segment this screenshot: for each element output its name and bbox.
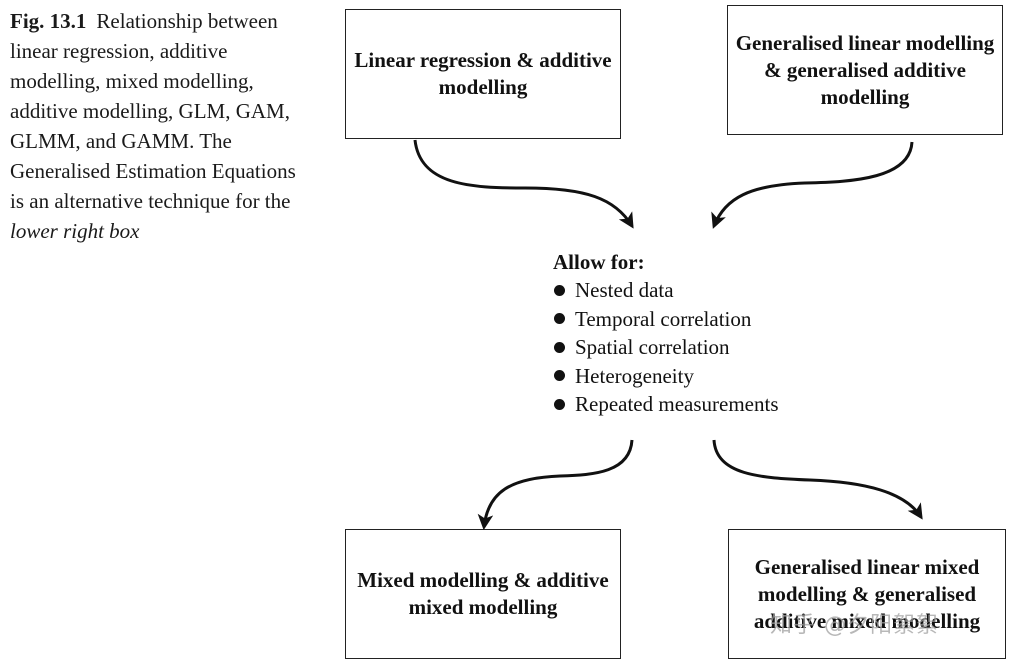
box-mixed-modelling: Mixed modelling & additive mixed modelli… [345, 529, 621, 659]
box-generalised-linear: Generalised linear modelling & generalis… [727, 5, 1003, 135]
bullet-icon [554, 398, 565, 410]
caption-text: Relationship between linear regression, … [10, 9, 296, 213]
watermark-text: 知乎 @夕阳絮絮 [770, 613, 939, 638]
arrow-center-to-bottom-right [712, 439, 923, 520]
list-item: Spatial correlation [553, 333, 779, 362]
figure-label: Fig. 13.1 [10, 9, 87, 33]
list-item: Heterogeneity [553, 362, 779, 391]
bullet-icon [554, 284, 565, 296]
box-generalised-linear-label: Generalised linear modelling & generalis… [735, 30, 995, 109]
box-linear-regression: Linear regression & additive modelling [345, 9, 621, 139]
arrow-top-right-to-center [711, 141, 914, 229]
list-item: Nested data [553, 276, 779, 305]
arrow-top-left-to-center [413, 139, 634, 229]
list-item: Repeated measurements [553, 390, 779, 419]
bullet-icon [554, 313, 565, 325]
bullet-icon [554, 341, 565, 353]
allow-for-heading: Allow for: [553, 250, 645, 274]
arrow-center-to-bottom-left [477, 439, 634, 531]
list-item: Temporal correlation [553, 305, 779, 334]
box-linear-regression-label: Linear regression & additive modelling [354, 48, 612, 99]
bullet-icon [554, 370, 565, 382]
box-generalised-linear-mixed-label: Generalised linear mixed modelling & gen… [753, 554, 981, 633]
allow-for-list: Allow for: Nested data Temporal correlat… [553, 248, 779, 419]
caption-italic-tail: lower right box [10, 219, 140, 243]
box-mixed-modelling-label: Mixed modelling & additive mixed modelli… [357, 568, 609, 619]
box-generalised-linear-mixed: Generalised linear mixed modelling & gen… [728, 529, 1006, 659]
